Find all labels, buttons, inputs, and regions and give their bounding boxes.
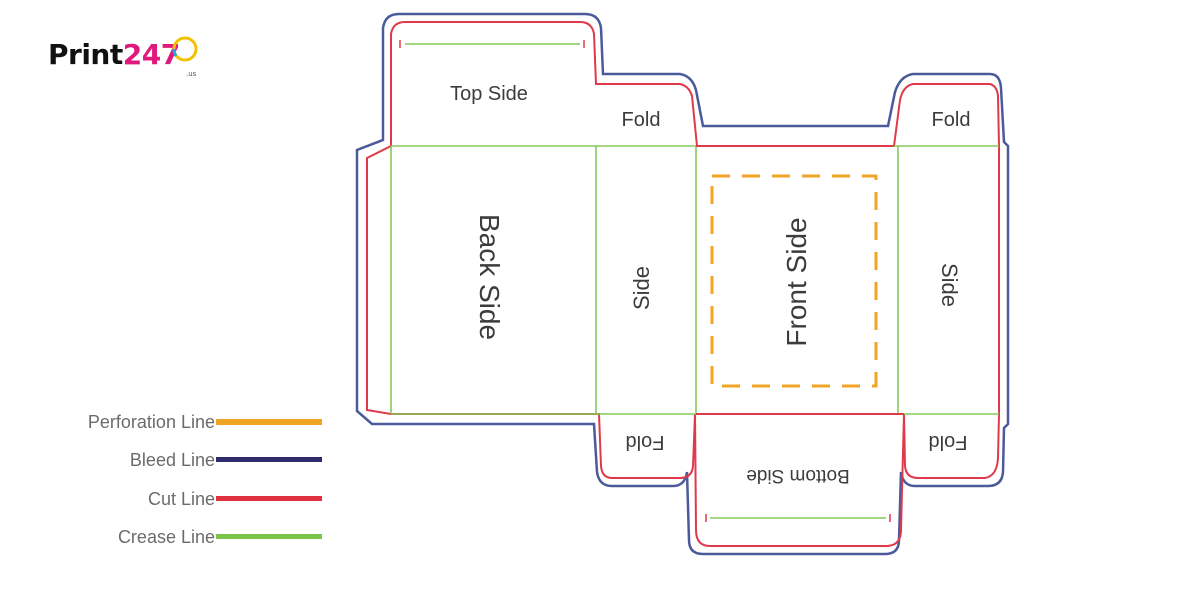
legend-item-perforation: Perforation Line: [40, 408, 340, 436]
tuck-notches: [399, 40, 891, 522]
cut-outline: [366, 21, 1000, 547]
brand-logo: Print247 .us: [48, 30, 198, 78]
label-side-right: Side: [937, 263, 962, 307]
label-fold-top-right: Fold: [932, 109, 971, 131]
perforation-window: [710, 174, 878, 388]
logo-text-247: 247: [122, 38, 180, 71]
legend-swatch-crease: [216, 534, 322, 539]
logo-clock-icon: [172, 36, 198, 62]
legend-swatch-perforation: [216, 419, 322, 425]
label-fold-top-left: Fold: [622, 109, 661, 131]
legend-label: Perforation Line: [87, 412, 215, 432]
legend-item-bleed: Bleed Line: [40, 446, 340, 474]
label-side-left: Side: [629, 266, 654, 310]
label-back-side: Back Side: [474, 214, 505, 340]
label-top-side: Top Side: [450, 83, 528, 105]
legend-item-cut: Cut Line: [40, 485, 340, 513]
logo-wordmark: Print247: [48, 38, 180, 71]
label-fold-bottom-right: Fold: [929, 431, 968, 453]
bleed-outline: [355, 12, 1010, 556]
legend-item-crease: Crease Line: [40, 523, 340, 551]
label-front-side: Front Side: [781, 217, 812, 346]
legend-label: Bleed Line: [129, 450, 215, 470]
label-bottom-side: Bottom Side: [746, 465, 850, 486]
logo-text-print: Print: [48, 38, 123, 71]
logo-domain-suffix: .us: [186, 70, 197, 78]
legend-swatch-bleed: [216, 457, 322, 462]
legend-label: Crease Line: [117, 527, 215, 547]
legend-swatch-cut: [216, 496, 322, 501]
legend-label: Cut Line: [147, 489, 215, 509]
label-fold-bottom-left: Fold: [626, 431, 665, 453]
